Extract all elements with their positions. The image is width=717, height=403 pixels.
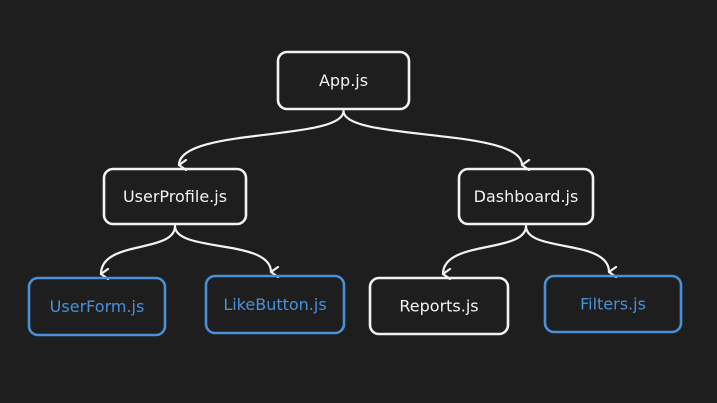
connectors	[99, 109, 609, 274]
node-dashboard-box	[457, 167, 595, 226]
edge-user-profile-to-like-button	[173, 224, 271, 272]
edge-app-to-user-profile	[177, 109, 345, 165]
node-like-button: LikeButton.js	[204, 274, 346, 335]
edge-app-to-dashboard	[342, 109, 523, 165]
node-filters-label: Filters.js	[580, 295, 646, 314]
node-user-form: UserForm.js	[27, 276, 167, 337]
node-user-form-label: UserForm.js	[50, 297, 145, 316]
node-user-profile-box	[102, 167, 248, 226]
node-filters-box	[543, 274, 683, 334]
edge-user-profile-to-user-form	[99, 224, 177, 274]
node-dashboard-label: Dashboard.js	[474, 187, 579, 206]
node-reports-label: Reports.js	[399, 297, 478, 316]
node-app-label: App.js	[319, 71, 368, 90]
edge-dashboard-to-reports	[441, 224, 528, 274]
node-app: App.js	[276, 50, 411, 111]
node-dashboard: Dashboard.js	[457, 167, 595, 226]
node-like-button-box	[204, 274, 346, 335]
node-app-box	[276, 50, 411, 111]
node-like-button-label: LikeButton.js	[223, 295, 326, 314]
node-reports: Reports.js	[368, 276, 510, 336]
node-user-profile: UserProfile.js	[102, 167, 248, 226]
node-reports-box	[368, 276, 510, 336]
edge-dashboard-to-filters	[524, 224, 609, 272]
node-filters: Filters.js	[543, 274, 683, 334]
node-user-profile-label: UserProfile.js	[123, 187, 227, 206]
node-user-form-box	[27, 276, 167, 337]
